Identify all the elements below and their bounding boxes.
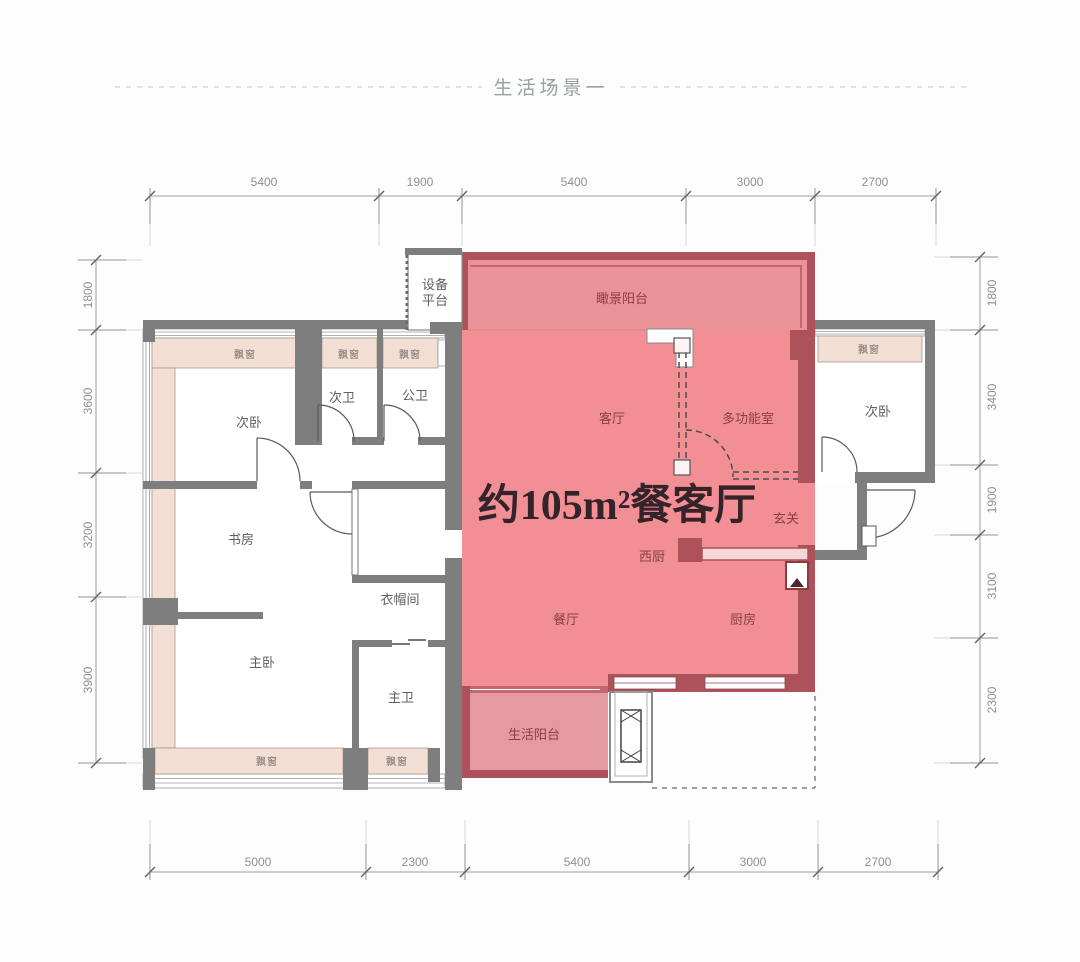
room-label-life-balcony: 生活阳台 [508,727,560,742]
dim-left-4: 3900 [81,666,95,693]
balcony-wall-right [807,252,815,330]
red-wall-corner [790,330,815,360]
dim-right-5: 2300 [985,686,999,713]
dim-right-2: 3400 [985,383,999,410]
dim-right-1: 1800 [985,279,999,306]
dim-bottom-1: 5000 [245,855,272,869]
bay-window-secondary-bath [321,337,378,369]
highlight-label: 约105m²餐客厅 [478,482,757,529]
room-label-west-kitchen: 西厨 [639,549,665,564]
dim-bottom-2: 2300 [402,855,429,869]
window-glazing [142,328,926,789]
door-secondary-bedroom-left [256,437,301,482]
bay-window-top-left [151,337,301,369]
bay-window-master-bedroom [154,747,344,775]
west-kitchen-fixtures [678,538,809,590]
room-label-multi-function: 多功能室 [722,411,774,426]
dimension-right: 1800 3400 1900 3100 2300 [934,251,999,769]
room-label-cloakroom: 衣帽间 [380,592,419,607]
room-label-equipment-2: 平台 [422,293,448,308]
room-label-secondary-bedroom-left: 次卧 [236,415,262,430]
room-label-dining: 餐厅 [553,612,579,627]
door-secondary-bedroom-right [821,436,858,473]
dim-top-3: 5400 [561,175,588,189]
highlight-walls [462,252,815,778]
door-secondary-bath [317,404,355,442]
room-label-master-bath: 主卫 [388,690,414,705]
dim-left-3: 3200 [81,521,95,548]
room-labels-gray: 次卧 次卫 公卫 次卧 书房 主卧 衣帽间 主卫 [228,388,891,705]
dimension-bottom: 5000 2300 5400 3000 2700 [144,820,944,880]
dashed-removed-walls [673,337,798,480]
bay-label-4: 飘窗 [858,343,880,356]
room-label-public-bath: 公卫 [402,388,428,403]
room-label-kitchen: 厨房 [730,612,756,627]
life-balcony-wall-bottom [462,770,608,778]
dimension-left: 1800 3600 3200 3900 [78,254,142,769]
room-label-foyer: 玄关 [773,511,799,526]
ac-unit-icon [620,709,642,763]
dim-bottom-5: 2700 [865,855,892,869]
dim-bottom-4: 3000 [740,855,767,869]
life-balcony-area [462,692,608,778]
red-wall-right-upper [798,330,815,483]
room-label-equipment-1: 设备 [422,277,448,292]
kitchen-counter [701,547,809,561]
balcony-wall-top [462,252,815,260]
dim-top-2: 1900 [407,175,434,189]
room-label-view-balcony: 瞰景阳台 [596,291,648,306]
life-balcony-wall-left [462,686,470,778]
bay-window-left-band [151,367,176,749]
room-label-living: 客厅 [599,411,625,426]
bay-label-2: 飘窗 [338,348,360,361]
dashed-outdoor-area [652,696,816,789]
door-study [309,491,353,535]
dim-top-1: 5400 [251,175,278,189]
bay-windows [151,335,923,775]
bay-label-1: 飘窗 [234,348,256,361]
dim-top-5: 2700 [862,175,889,189]
bay-label-6: 飘窗 [386,755,408,768]
kitchen-island [678,538,702,562]
door-public-bath [383,404,421,442]
bay-window-right-bedroom [817,335,923,363]
balcony-railing [470,265,802,328]
dashed-door-arc [685,429,734,478]
balcony-wall-left [462,252,468,330]
doors [256,404,916,547]
room-label-secondary-bath: 次卫 [329,390,355,405]
dimension-top: 5400 1900 5400 3000 2700 [144,175,942,246]
room-label-master-bedroom: 主卧 [249,655,275,670]
fridge-icon [785,561,809,590]
dim-left-1: 1800 [81,281,95,308]
bay-label-5: 飘窗 [256,755,278,768]
page-header: 生活场景一 [115,77,966,99]
dim-right-4: 3100 [985,572,999,599]
room-label-study: 书房 [228,532,254,547]
walls [143,320,935,790]
dim-top-4: 3000 [737,175,764,189]
bay-window-labels: 飘窗 飘窗 飘窗 飘窗 飘窗 飘窗 [234,343,880,768]
dim-right-3: 1900 [985,486,999,513]
bay-window-master-bath [367,747,429,775]
dim-left-2: 3600 [81,387,95,414]
ac-shaft [609,691,653,783]
page-title: 生活场景一 [493,77,608,99]
room-label-secondary-bedroom-right: 次卧 [865,404,891,419]
door-entry-small-leaf [861,525,877,547]
dim-bottom-3: 5400 [564,855,591,869]
equipment-platform: 设备 平台 [405,248,463,334]
bay-label-3: 飘窗 [399,348,421,361]
highlight-area [462,252,815,778]
room-labels-red: 瞰景阳台 客厅 多功能室 玄关 西厨 餐厅 厨房 生活阳台 [508,291,799,742]
